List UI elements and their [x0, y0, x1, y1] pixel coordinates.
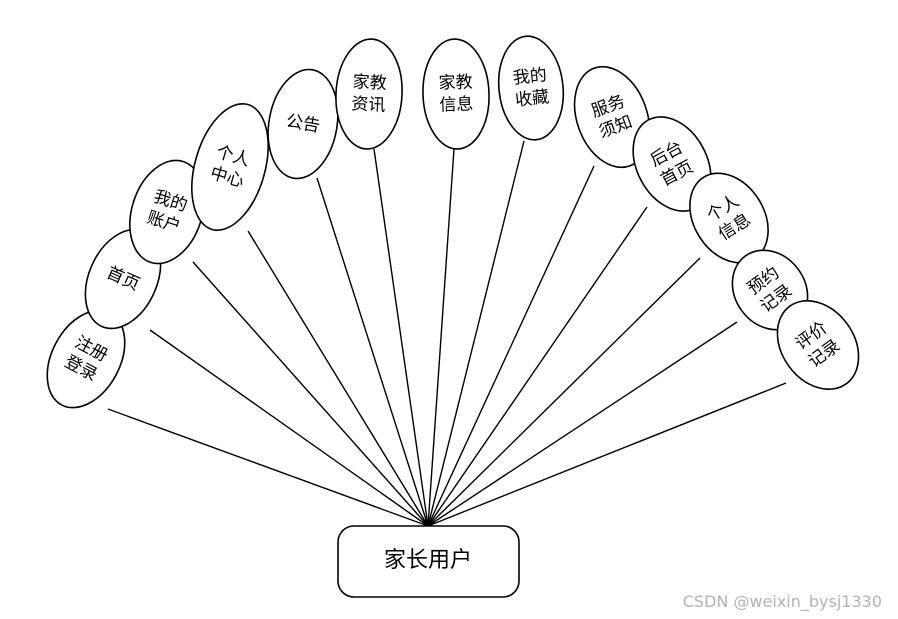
attribute-node-ellipse	[776, 299, 860, 391]
center-entity-label: 家长用户	[384, 548, 472, 573]
attribute-node-ellipse	[573, 65, 651, 169]
attribute-node-label: 收藏	[514, 87, 550, 110]
attribute-node: 公告	[267, 68, 339, 180]
attribute-node-ellipse	[129, 159, 205, 265]
connector-lines	[107, 140, 787, 527]
attribute-nodes: 注册登录首页我的账户个人中心公告家教资讯家教信息我的收藏服务须知后台首页个人信息…	[46, 35, 860, 409]
attribute-node-label: 我的	[512, 65, 548, 88]
connector-line	[149, 329, 429, 527]
attribute-node-ellipse	[497, 35, 565, 141]
connector-line	[427, 148, 455, 527]
center-entity-box	[337, 525, 520, 598]
connector-line	[427, 382, 787, 527]
watermark: CSDN @weixin_bysj1330	[682, 592, 882, 611]
attribute-node-label: 信息	[439, 94, 474, 115]
attribute-node-label: 家教	[438, 72, 473, 93]
attribute-node-ellipse	[267, 68, 339, 180]
connector-line	[373, 148, 429, 527]
connector-line	[427, 206, 648, 527]
attribute-node-ellipse	[335, 38, 403, 150]
connector-line	[427, 165, 595, 527]
connector-line	[107, 408, 429, 527]
connector-line	[427, 321, 738, 527]
attribute-node-ellipse	[422, 38, 490, 150]
connector-line	[427, 140, 525, 527]
connector-line	[427, 257, 701, 527]
center-entity: 家长用户	[337, 525, 520, 598]
connector-line	[316, 177, 429, 527]
attribute-node-label: 家教	[352, 72, 387, 94]
connector-line	[192, 261, 429, 527]
connector-line	[247, 230, 429, 527]
attribute-node-label: 资讯	[351, 94, 386, 116]
